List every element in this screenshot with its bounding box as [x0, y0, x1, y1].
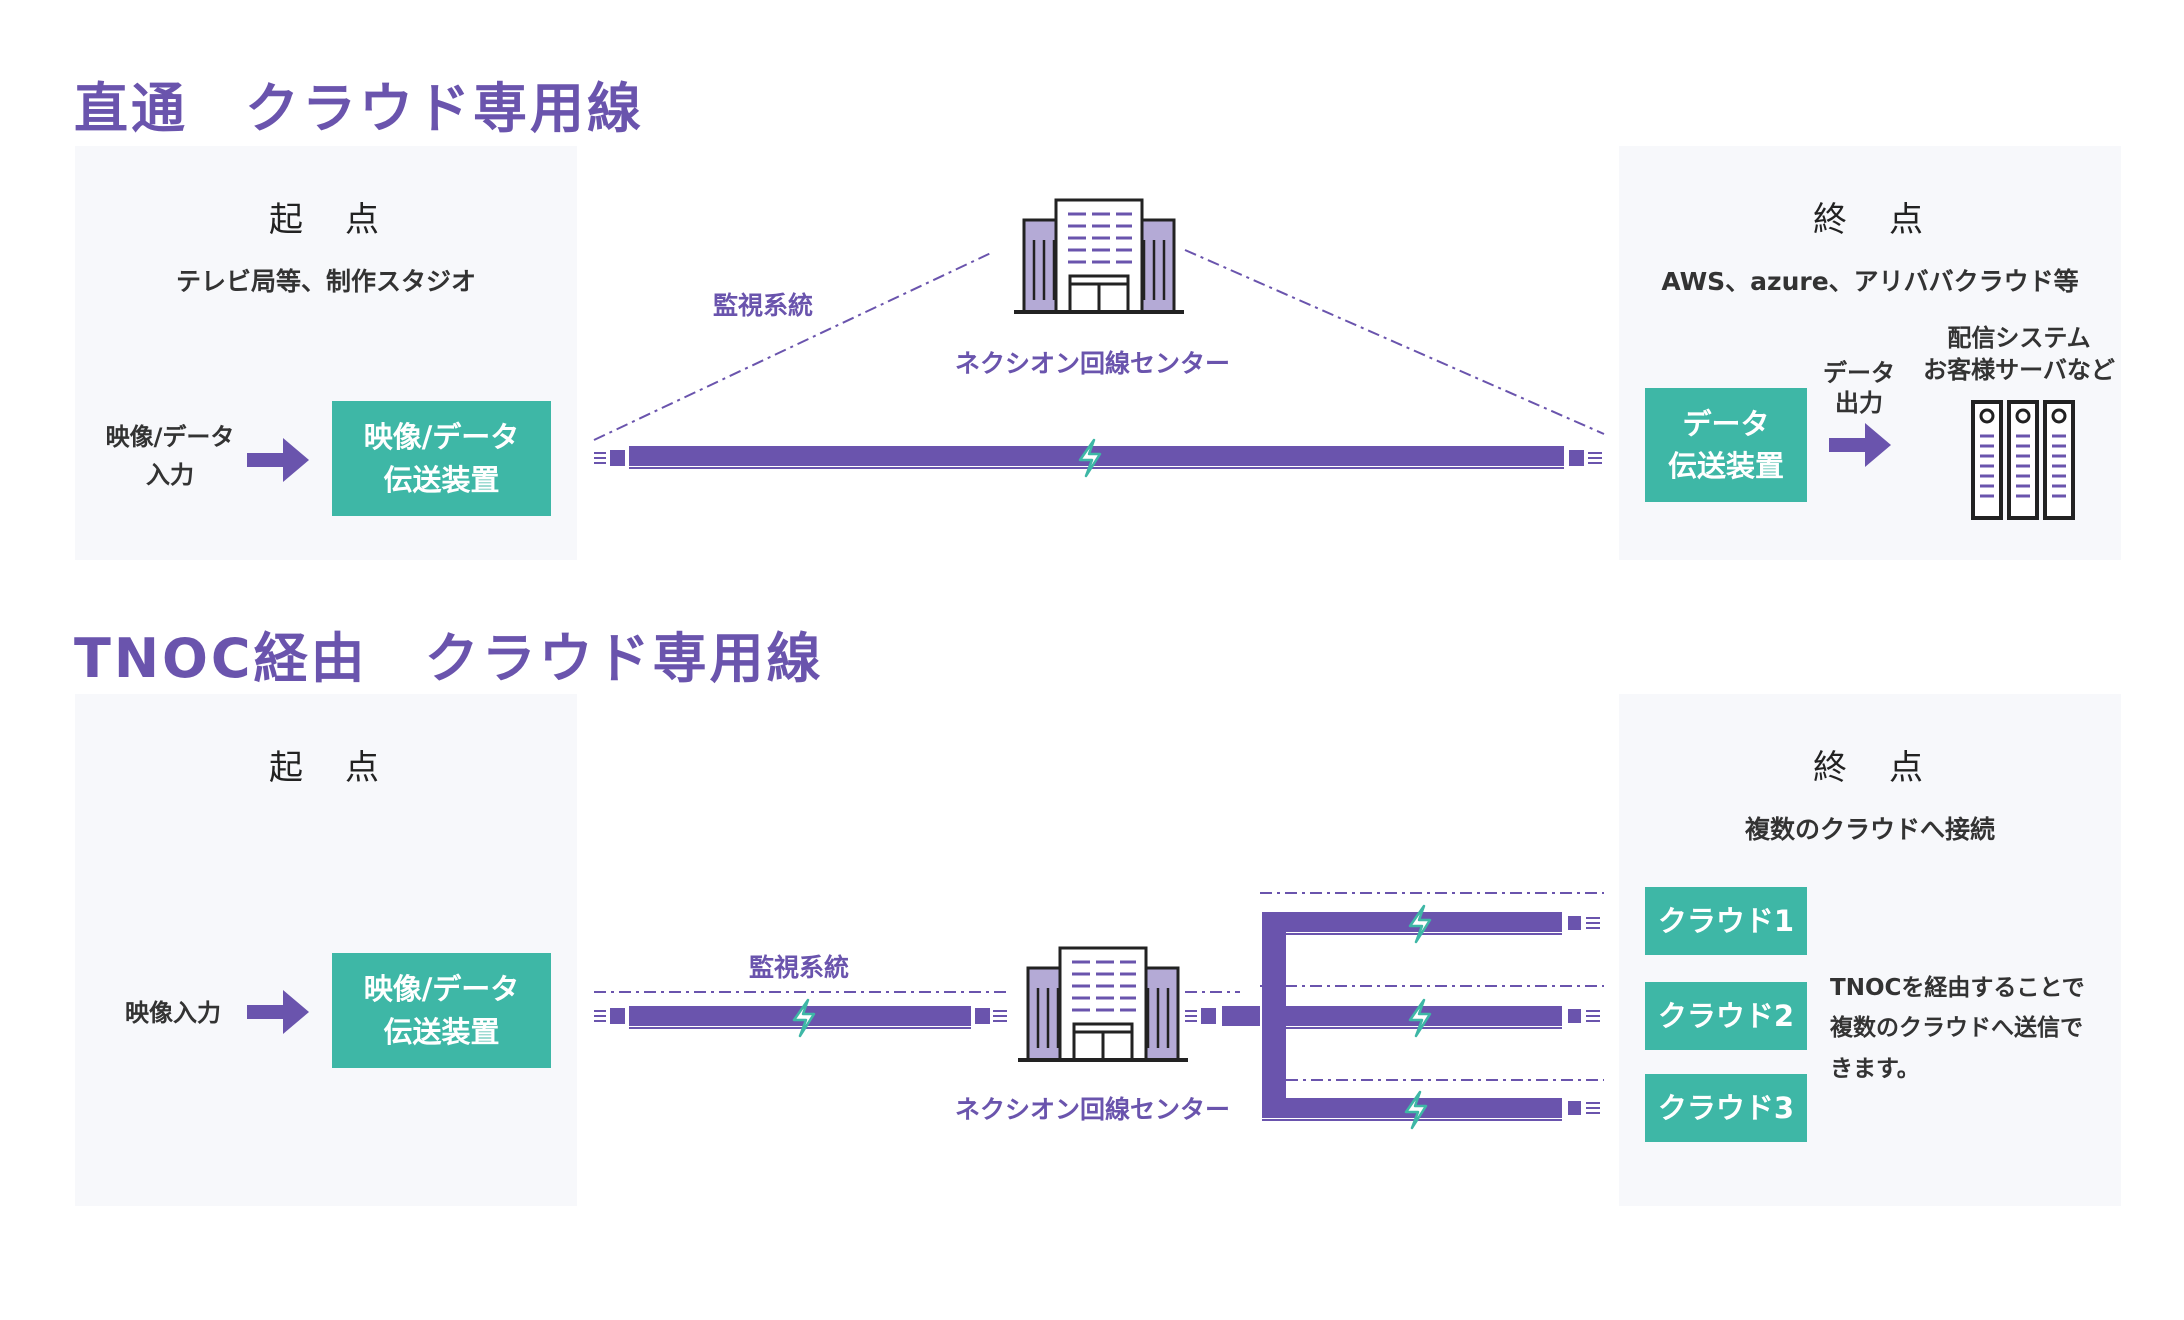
connector-icon [1185, 1008, 1216, 1024]
arrow-right-icon [1829, 423, 1891, 467]
origin-device-line1: 映像/データ [363, 420, 520, 455]
tnoc-note: TNOCを経由することで 複数のクラウドへ送信で きます。 [1830, 968, 2120, 1089]
arrow-right-icon [247, 990, 309, 1034]
connector-icon [594, 450, 625, 466]
input-label: 映像入力 [125, 999, 221, 1027]
origin-heading: 起 点 [269, 748, 383, 788]
origin-panel: 起 点 テレビ局等、制作スタジオ 映像/データ 入力 映像/データ 伝送装置 [75, 146, 577, 560]
monitoring-label: 監視系統 [749, 953, 850, 982]
lightning-icon [1408, 904, 1432, 944]
destination-device-line2: 伝送装置 [1667, 449, 1784, 483]
destination-subtitle: 複数のクラウドへ接続 [1744, 815, 1995, 844]
branch-line-3 [1262, 1090, 1600, 1130]
cloud-3-box: クラウド3 [1645, 1074, 1807, 1142]
input-label-line2: 入力 [146, 461, 194, 490]
branch-line-2 [1286, 998, 1600, 1038]
output-label: データ 出力 [1815, 358, 1903, 418]
note-line1: TNOCを経由することで [1830, 975, 2085, 1001]
monitoring-line-right [1184, 249, 1605, 435]
origin-panel: 起 点 映像入力 映像/データ 伝送装置 [75, 694, 577, 1206]
lightning-icon [1404, 1090, 1428, 1130]
server-label: 配信システム お客様サーバなど [1919, 322, 2119, 387]
section-title-tnoc: TNOC経由 クラウド専用線 [74, 627, 824, 690]
connector-icon [1569, 450, 1602, 466]
note-line2: 複数のクラウドへ送信で [1830, 1015, 2083, 1042]
input-label-line1: 映像/データ [105, 423, 235, 451]
destination-heading: 終 点 [1813, 748, 1927, 788]
destination-panel: 終 点 複数のクラウドへ接続 クラウド1 クラウド2 クラウド3 TNOCを経由… [1619, 694, 2121, 1206]
origin-heading: 起 点 [269, 200, 383, 240]
destination-device: データ 伝送装置 [1645, 388, 1807, 502]
destination-heading: 終 点 [1813, 200, 1927, 240]
center-label: ネクシオン回線センター [955, 1095, 1231, 1124]
lightning-icon [792, 998, 816, 1038]
cloud-1-box: クラウド1 [1645, 887, 1807, 955]
server-rack-icon [1971, 400, 2075, 520]
monitoring-label: 監視系統 [713, 291, 814, 320]
output-label-line2: 出力 [1835, 389, 1883, 417]
origin-device-line2: 伝送装置 [383, 1014, 500, 1049]
destination-subtitle: AWS、azure、アリババクラウド等 [1661, 267, 2079, 296]
note-line3: きます。 [1830, 1055, 1920, 1082]
output-label-line1: データ [1823, 359, 1895, 387]
connector-icon [975, 1008, 1007, 1024]
input-label: 映像/データ 入力 [95, 418, 245, 495]
building-icon [1014, 198, 1184, 314]
branch-bus [1262, 928, 1286, 1118]
origin-device: 映像/データ 伝送装置 [332, 401, 551, 516]
trunk-line [1222, 1006, 1260, 1026]
section-title-direct: 直通 クラウド専用線 [74, 77, 644, 140]
building-icon [1018, 946, 1188, 1062]
server-label-line2: お客様サーバなど [1923, 356, 2115, 385]
center-label: ネクシオン回線センター [955, 349, 1231, 378]
branch-line-1 [1262, 904, 1600, 944]
lightning-icon [1408, 998, 1432, 1038]
origin-device: 映像/データ 伝送装置 [332, 953, 551, 1068]
connector-icon [594, 1008, 625, 1024]
arrow-right-icon [247, 438, 309, 482]
cloud-2-box: クラウド2 [1645, 982, 1807, 1050]
destination-panel: 終 点 AWS、azure、アリババクラウド等 データ 伝送装置 データ 出力 … [1619, 146, 2121, 560]
origin-subtitle: テレビ局等、制作スタジオ [175, 267, 476, 296]
origin-device-line2: 伝送装置 [383, 462, 500, 497]
origin-device-line1: 映像/データ [363, 972, 520, 1007]
direct-connection-diagram [593, 198, 1605, 478]
lightning-icon [1078, 438, 1102, 478]
monitoring-line-left [593, 251, 994, 441]
server-label-line1: 配信システム [1947, 324, 2091, 352]
destination-device-line1: データ [1682, 406, 1770, 441]
